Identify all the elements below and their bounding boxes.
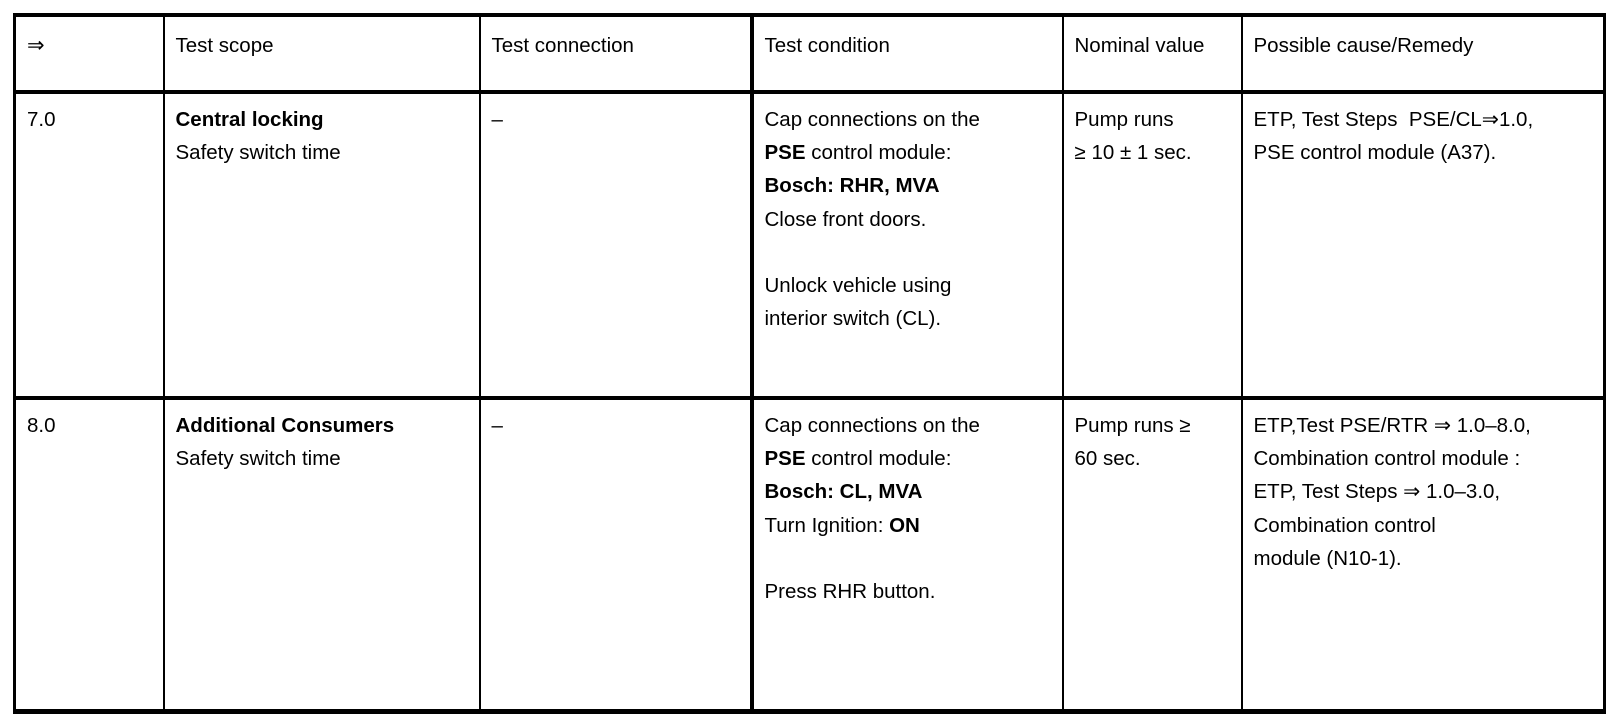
text-line: PSE control module: (765, 136, 1054, 169)
emphasis-text: ON (889, 513, 920, 537)
cell-step-number: 7.0 (13, 92, 165, 400)
plain-text: control module: (805, 447, 952, 471)
cell-test-scope: Additional Consumers Safety switch time (162, 398, 481, 712)
cell-possible-cause-remedy: ETP, Test Steps PSE/CL⇒1.0, PSE control m… (1240, 92, 1606, 400)
text-line: module (N10-1). (1253, 546, 1402, 570)
double-right-arrow-icon: ⇒ (27, 34, 45, 57)
text-line: Unlock vehicle using (764, 274, 952, 298)
column-header-nominal-value: Nominal value (1061, 15, 1243, 94)
text-line: Press RHR button. (764, 580, 936, 604)
text-line: Bosch: CL, MVA (764, 480, 923, 504)
text-line: Cap connections on the (764, 108, 980, 131)
text-line: PSE control module: (765, 442, 1054, 475)
text-line: Pump runs (1074, 108, 1174, 131)
text-line: Combination control module : (1253, 447, 1521, 471)
table-header-row: ⇒ Test scope Test connection Test condit… (13, 15, 1606, 94)
text-line: PSE control module (A37). (1253, 141, 1497, 165)
cell-possible-cause-remedy: ETP,Test PSE/RTR ⇒ 1.0–8.0, Combination c… (1240, 398, 1606, 712)
cell-nominal-value: Pump runs ≥ 60 sec. (1061, 398, 1243, 712)
text-line: 60 sec. (1074, 447, 1141, 471)
text-line: Turn Ignition: ON (765, 509, 1054, 542)
cell-test-connection: – (478, 92, 753, 400)
table-row: 8.0 Additional Consumers Safety switch t… (13, 398, 1606, 712)
text-line: ETP, Test Steps PSE/CL⇒1.0, (1253, 108, 1534, 131)
text-line: Combination control (1253, 513, 1436, 537)
column-header-test-scope: Test scope (162, 15, 481, 94)
text-line (765, 236, 1054, 269)
text-line: Bosch: RHR, MVA (764, 174, 940, 198)
text-line: ETP, Test Steps ⇒ 1.0–3.0, (1253, 480, 1501, 504)
cell-test-connection: – (478, 398, 753, 712)
nominal-value-lines: Pump runs ≥ 60 sec. (1075, 409, 1233, 475)
plain-text: Turn Ignition: (764, 513, 890, 537)
test-scope-title: Central locking (175, 108, 324, 131)
text-line: ETP,Test PSE/RTR ⇒ 1.0–8.0, (1253, 414, 1531, 437)
test-steps-table: ⇒ Test scope Test connection Test condit… (13, 13, 1606, 714)
cell-nominal-value: Pump runs ≥ 10 ± 1 sec. (1061, 92, 1243, 400)
cell-test-scope: Central locking Safety switch time (162, 92, 481, 400)
cell-step-number: 8.0 (13, 398, 165, 712)
text-line: Cap connections on the (764, 414, 980, 437)
test-scope-subtitle: Safety switch time (175, 447, 341, 471)
no-connection-dash: – (491, 414, 503, 437)
text-line: Close front doors. (764, 207, 927, 231)
plain-text: control module: (805, 141, 952, 165)
test-scope-title: Additional Consumers (175, 414, 395, 437)
remedy-lines: ETP, Test Steps PSE/CL⇒1.0, PSE control m… (1254, 103, 1596, 169)
text-line (765, 542, 1054, 575)
text-line: ≥ 10 ± 1 sec. (1074, 141, 1192, 165)
text-line: Pump runs ≥ (1074, 414, 1191, 437)
column-header-test-condition: Test condition (749, 15, 1064, 94)
no-connection-dash: – (491, 108, 503, 131)
remedy-lines: ETP,Test PSE/RTR ⇒ 1.0–8.0, Combination c… (1254, 409, 1596, 575)
emphasis-text: PSE (764, 447, 806, 471)
column-header-possible-cause-remedy: Possible cause/Remedy (1240, 15, 1606, 94)
column-header-test-connection: Test connection (478, 15, 753, 94)
table-row: 7.0 Central locking Safety switch time –… (13, 92, 1606, 400)
emphasis-text: PSE (764, 141, 806, 165)
test-scope-subtitle: Safety switch time (175, 141, 341, 165)
nominal-value-lines: Pump runs ≥ 10 ± 1 sec. (1075, 103, 1233, 169)
column-header-step: ⇒ (13, 15, 165, 94)
text-line: interior switch (CL). (764, 307, 942, 331)
